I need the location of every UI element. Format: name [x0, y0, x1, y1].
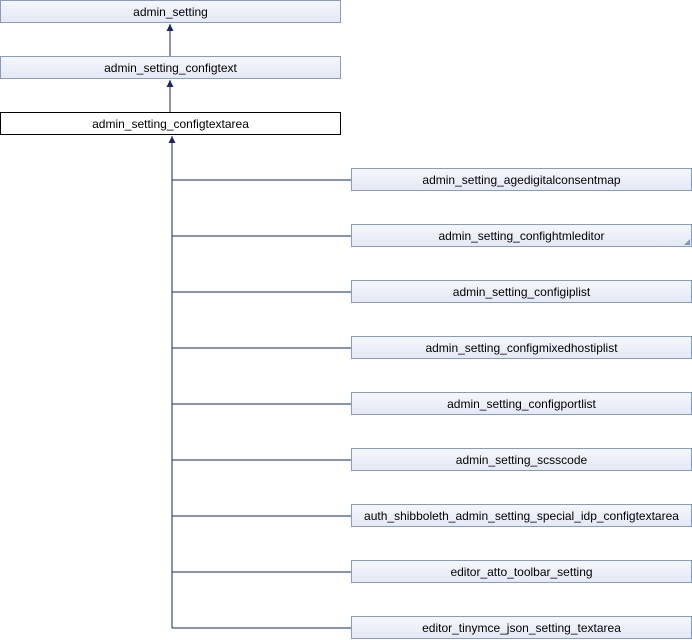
node-label: editor_tinymce_json_setting_textarea [422, 620, 621, 635]
node-label: admin_setting_configportlist [447, 396, 596, 411]
node-child[interactable]: admin_setting_configportlist [351, 392, 692, 415]
node-child[interactable]: admin_setting_configmixedhostiplist [351, 336, 692, 359]
node-child[interactable]: admin_setting_confightmleditor [351, 224, 692, 247]
node-admin-setting[interactable]: admin_setting [0, 0, 341, 23]
node-child[interactable]: admin_setting_configiplist [351, 280, 692, 303]
node-label: admin_setting_configiplist [452, 284, 591, 299]
node-child[interactable]: admin_setting_agedigitalconsentmap [351, 168, 692, 191]
node-child[interactable]: editor_atto_toolbar_setting [351, 560, 692, 583]
node-child[interactable]: editor_tinymce_json_setting_textarea [351, 616, 692, 639]
node-label: admin_setting_configtext [104, 60, 237, 75]
node-label: admin_setting_agedigitalconsentmap [422, 172, 621, 187]
node-child[interactable]: auth_shibboleth_admin_setting_special_id… [351, 504, 692, 527]
node-label: admin_setting_configmixedhostiplist [425, 340, 618, 355]
node-child[interactable]: admin_setting_scsscode [351, 448, 692, 471]
node-label: admin_setting_confightmleditor [438, 228, 605, 243]
node-label: admin_setting_scsscode [455, 452, 588, 467]
node-admin-setting-configtext[interactable]: admin_setting_configtext [0, 56, 341, 79]
node-label: auth_shibboleth_admin_setting_special_id… [364, 508, 679, 523]
node-label: editor_atto_toolbar_setting [450, 564, 593, 579]
node-label: admin_setting [133, 4, 208, 19]
node-label: admin_setting_configtextarea [92, 116, 249, 131]
has-subclasses-corner-icon [684, 239, 690, 245]
node-admin-setting-configtextarea: admin_setting_configtextarea [0, 112, 341, 135]
